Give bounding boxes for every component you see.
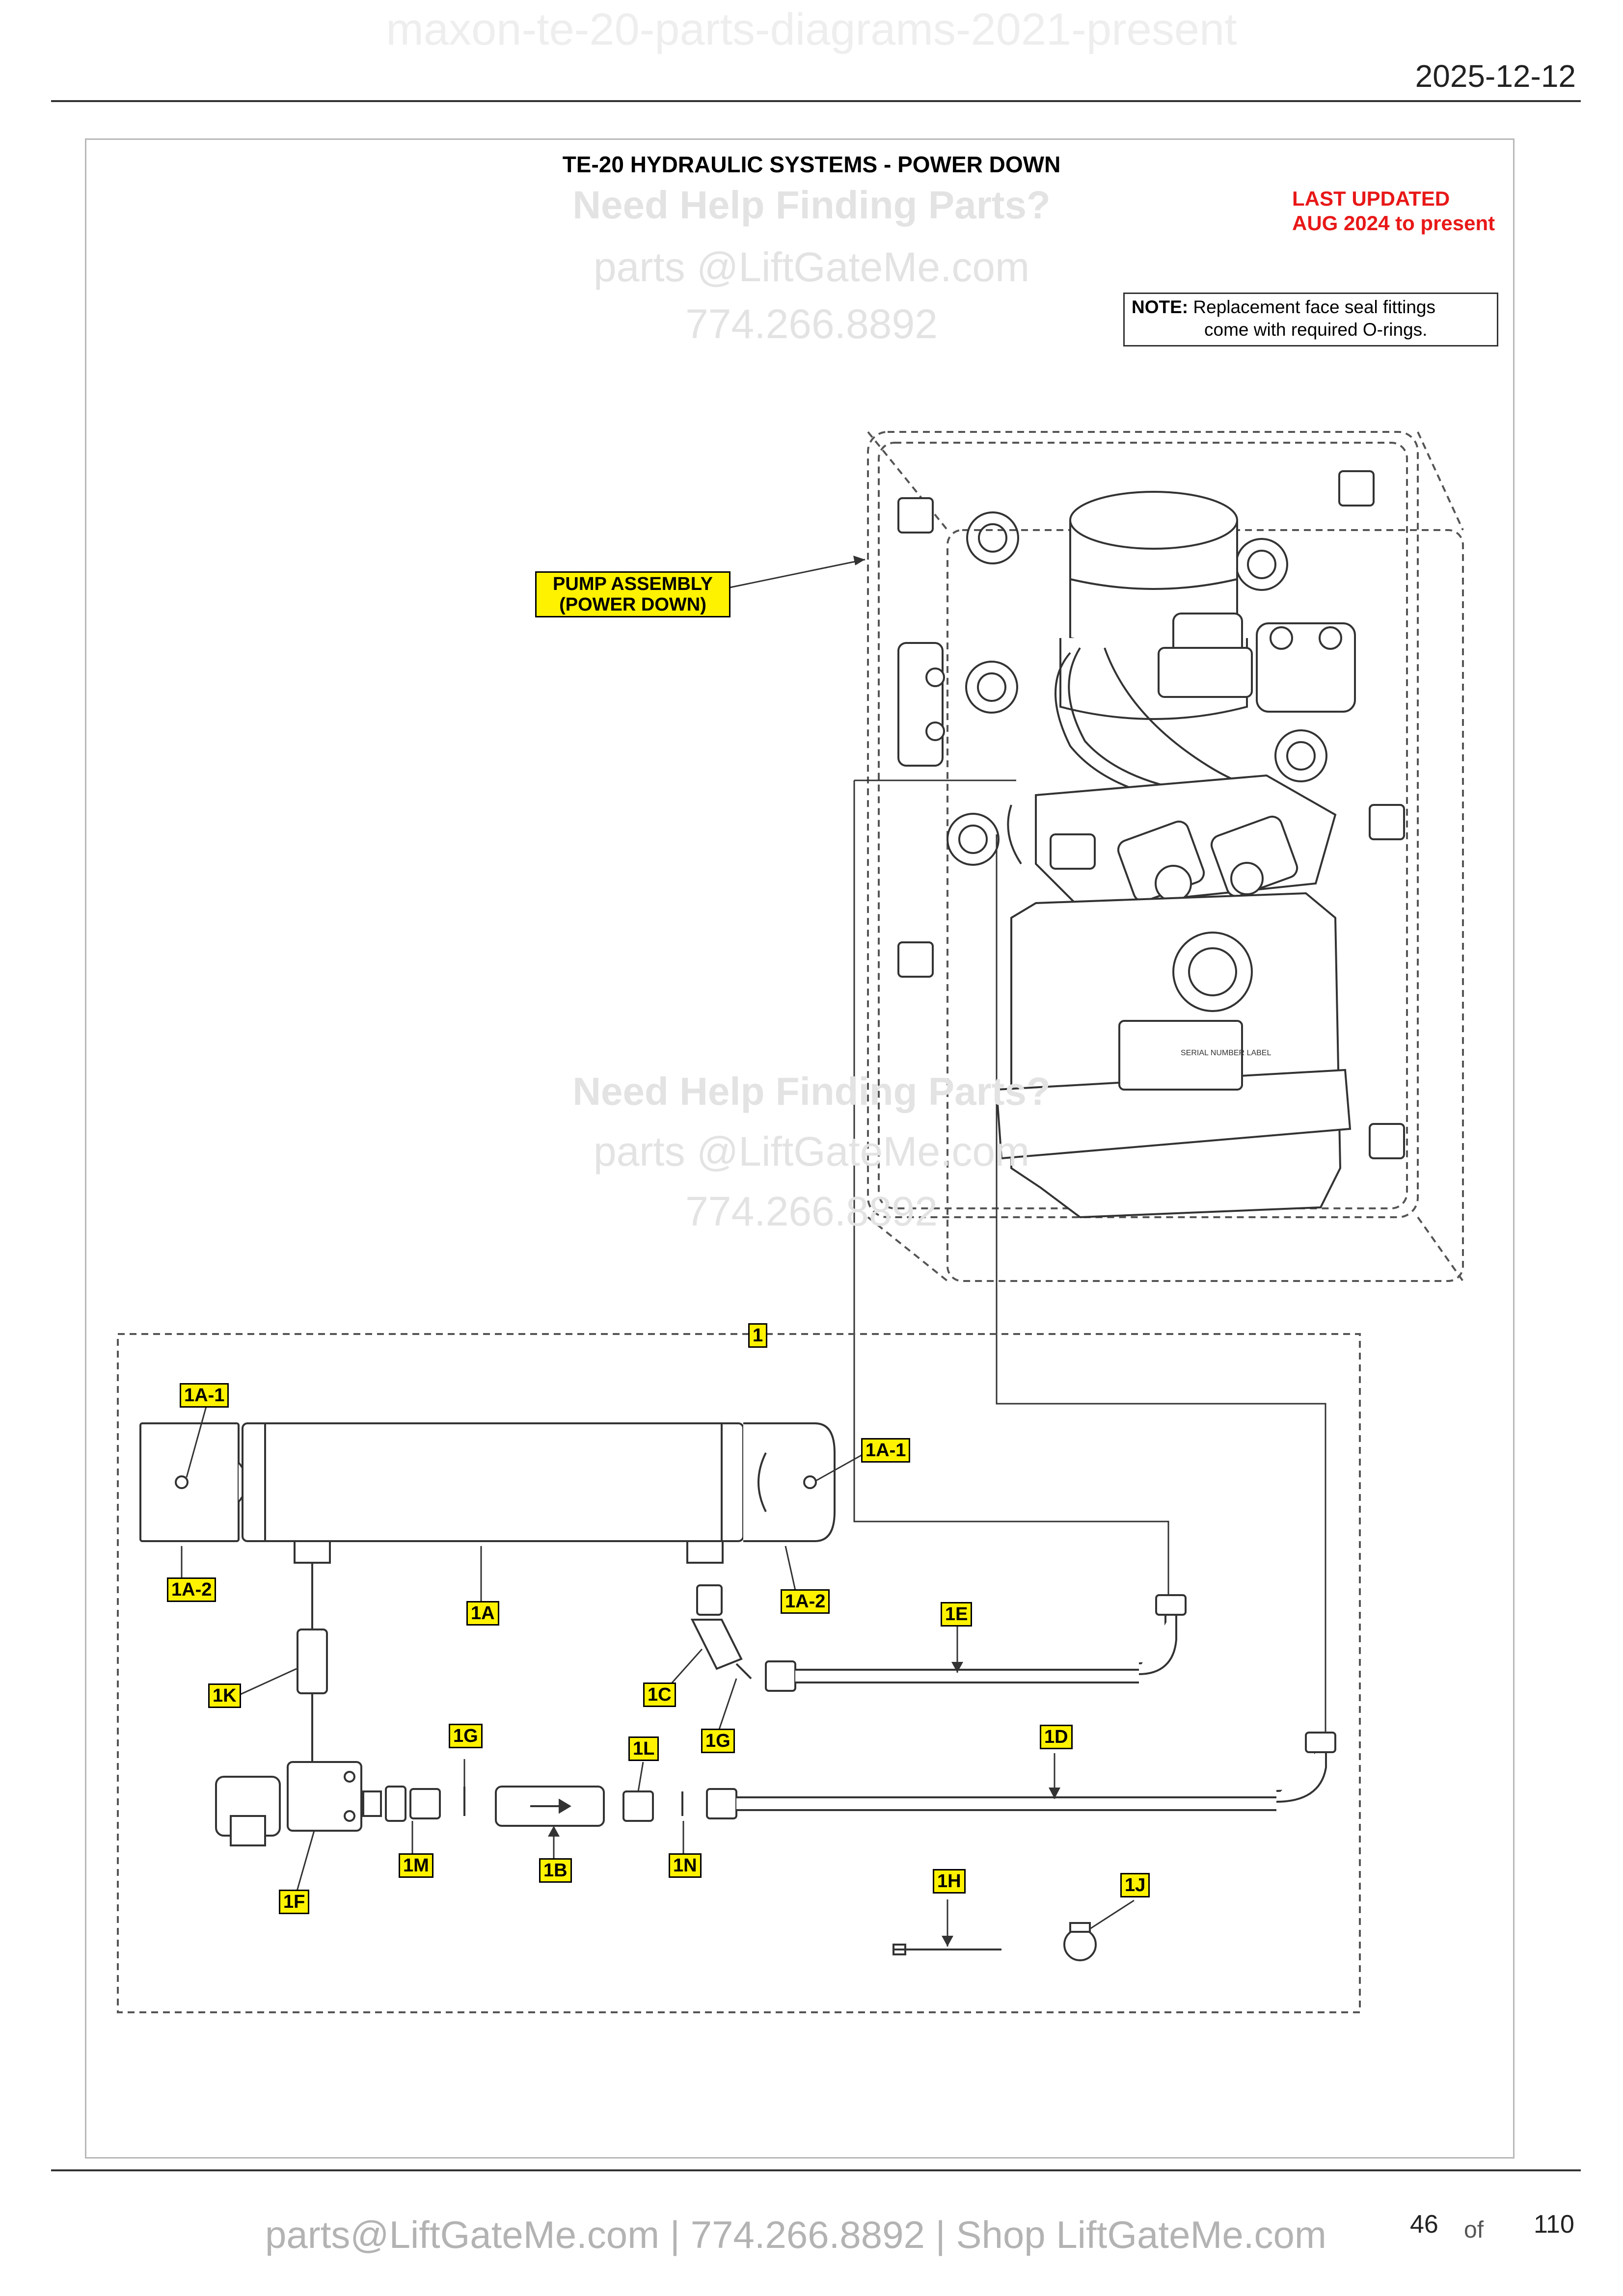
last-updated-line2: AUG 2024 to present xyxy=(1292,212,1495,235)
hose-clamp-1J xyxy=(1063,1922,1097,1961)
header-divider xyxy=(51,100,1581,102)
note-box: NOTE: Replacement face seal fittings com… xyxy=(1123,293,1498,347)
cable-tie-1H xyxy=(893,1944,1001,1955)
serial-number-label: SERIAL NUMBER LABEL xyxy=(1181,1049,1271,1057)
mounting-brackets xyxy=(897,470,1405,1159)
watermark-help-top: Need Help Finding Parts? xyxy=(572,183,1051,227)
note-line2: come with required O-rings. xyxy=(1204,320,1428,340)
callout-1A-2-right: 1A-2 xyxy=(781,1589,830,1614)
pump-to-system-lines xyxy=(853,779,1326,1747)
lower-hose-line xyxy=(362,1732,1336,1827)
callout-1B: 1B xyxy=(539,1858,572,1883)
page-total: 110 xyxy=(1534,2210,1574,2239)
watermark-help-mid: Need Help Finding Parts? xyxy=(572,1069,1051,1113)
callout-1G-right: 1G xyxy=(701,1729,735,1753)
callout-1J: 1J xyxy=(1120,1873,1150,1897)
callout-1F: 1F xyxy=(279,1890,310,1914)
pump-assembly-line1: PUMP ASSEMBLY xyxy=(553,574,713,594)
solenoid-valve-1F xyxy=(215,1761,362,1846)
callout-1G-left: 1G xyxy=(449,1724,483,1748)
watermark-email-mid: parts @LiftGateMe.com xyxy=(593,1128,1030,1175)
valve-manifold xyxy=(1007,774,1337,909)
callout-1D: 1D xyxy=(1040,1725,1073,1749)
document-watermark-title: maxon-te-20-parts-diagrams-2021-present xyxy=(386,4,1237,54)
upper-hose-line xyxy=(690,1584,1187,1692)
callout-1A: 1A xyxy=(466,1601,499,1626)
last-updated-line1: LAST UPDATED xyxy=(1292,187,1450,210)
pump-enclosure xyxy=(867,431,1464,1282)
callout-1K: 1K xyxy=(208,1683,241,1708)
pump-assembly-line2: (POWER DOWN) xyxy=(559,594,706,615)
callout-1A-2-left: 1A-2 xyxy=(167,1577,216,1602)
footer-contact: parts@LiftGateMe.com | 774.266.8892 | Sh… xyxy=(265,2213,1326,2256)
callout-1N: 1N xyxy=(669,1853,702,1878)
footer-divider xyxy=(51,2169,1581,2171)
callout-1L: 1L xyxy=(628,1736,659,1761)
callout-1M: 1M xyxy=(399,1853,433,1878)
page-current: 46 xyxy=(1410,2210,1438,2239)
callout-1A-1-right: 1A-1 xyxy=(861,1438,911,1463)
leader-lines xyxy=(181,559,1135,1947)
note-label: NOTE: xyxy=(1132,297,1189,317)
document-date: 2025-12-12 xyxy=(1415,58,1576,94)
cylinder-port-fitting-1K xyxy=(297,1563,328,1762)
callout-1E: 1E xyxy=(941,1602,973,1627)
pump-assembly-callout: PUMP ASSEMBLY (POWER DOWN) xyxy=(535,571,730,617)
callout-1A-1-left: 1A-1 xyxy=(180,1383,229,1408)
callout-1H: 1H xyxy=(933,1869,966,1894)
reservoir-tank xyxy=(995,892,1352,1219)
page-of: of xyxy=(1464,2217,1484,2243)
cylinder-1A xyxy=(139,1422,836,1564)
callout-1C: 1C xyxy=(643,1682,676,1707)
system-1-boundary xyxy=(117,1333,1361,2013)
note-line1: Replacement face seal fittings xyxy=(1193,297,1435,317)
diagram-frame xyxy=(85,138,1515,2159)
watermark-phone-mid: 774.266.8892 xyxy=(685,1188,938,1234)
starter-solenoid xyxy=(1158,622,1356,713)
watermark-phone-top: 774.266.8892 xyxy=(685,301,938,347)
watermark-email-top: parts @LiftGateMe.com xyxy=(593,244,1030,290)
last-updated-notice: LAST UPDATED AUG 2024 to present xyxy=(1292,187,1495,236)
leader-arrowheads xyxy=(548,556,1060,1947)
diagram-title: TE-20 HYDRAULIC SYSTEMS - POWER DOWN xyxy=(562,152,1061,177)
callout-1: 1 xyxy=(748,1323,768,1348)
